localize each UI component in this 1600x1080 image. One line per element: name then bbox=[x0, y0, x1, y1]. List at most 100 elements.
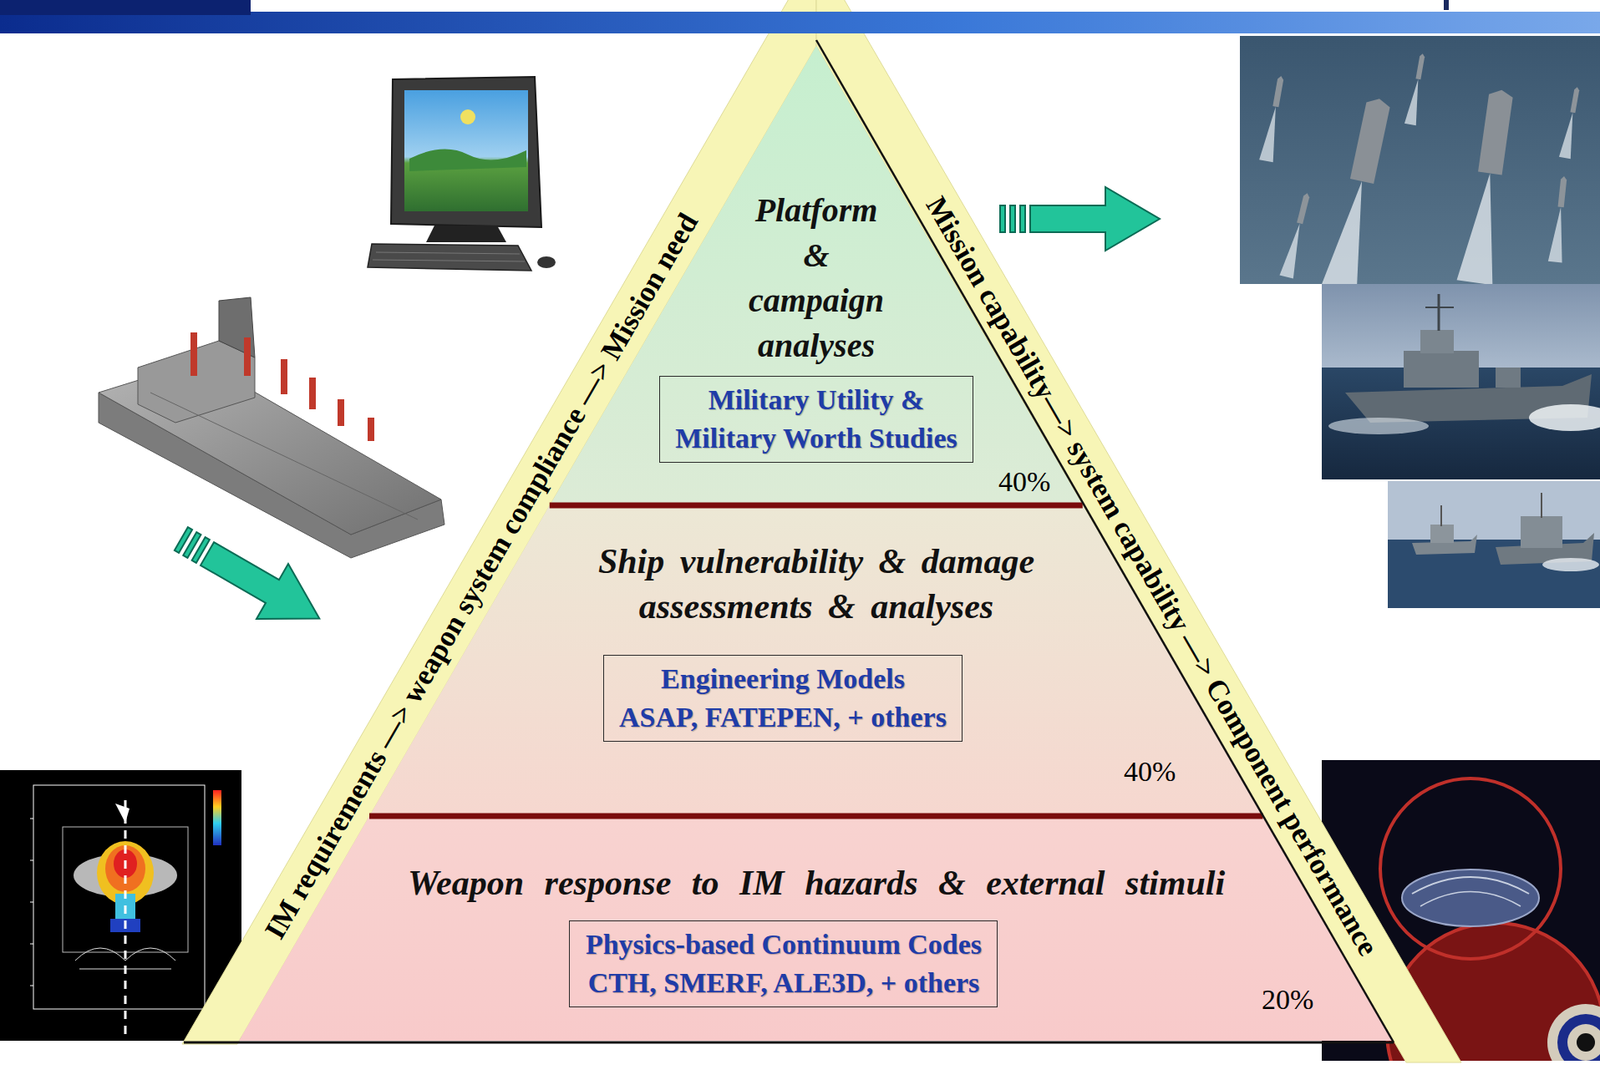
carrier bbox=[1457, 87, 1520, 285]
hull bbox=[1569, 86, 1580, 114]
mast bbox=[1540, 492, 1543, 519]
hull bbox=[1558, 176, 1568, 209]
ship bbox=[1259, 75, 1288, 163]
computer-icon bbox=[367, 76, 556, 271]
ships-photo bbox=[1387, 481, 1600, 609]
keyboard-row bbox=[375, 252, 520, 254]
percent-label: 40% bbox=[998, 466, 1051, 498]
simulation-plot bbox=[0, 770, 242, 1042]
tick bbox=[30, 902, 34, 904]
wake bbox=[1328, 417, 1429, 435]
red-cylinder bbox=[337, 399, 345, 427]
fleet-photo bbox=[1239, 35, 1600, 285]
ship bbox=[1559, 86, 1584, 159]
sky bbox=[1387, 481, 1600, 540]
keyboard bbox=[367, 243, 532, 271]
roundel bbox=[1567, 1024, 1600, 1062]
hull bbox=[1350, 96, 1392, 184]
tick bbox=[30, 818, 34, 820]
flow-arrow bbox=[165, 511, 336, 646]
wake bbox=[1320, 177, 1380, 285]
tier-divider bbox=[369, 813, 1264, 820]
roundel bbox=[1557, 1014, 1600, 1062]
hull bbox=[1415, 53, 1425, 81]
model-box: Military Utility & Military Worth Studie… bbox=[659, 375, 974, 463]
carrier bbox=[1320, 95, 1397, 285]
tick bbox=[30, 944, 34, 945]
ship-model bbox=[98, 297, 445, 559]
model-box: Engineering Models ASAP, FATEPEN, + othe… bbox=[603, 655, 963, 742]
plot-frame bbox=[33, 785, 205, 1010]
deck-line bbox=[150, 392, 418, 520]
tick bbox=[30, 985, 34, 987]
mesh-line bbox=[1420, 892, 1521, 908]
percent-label: 40% bbox=[1123, 756, 1176, 788]
tier-fill bbox=[238, 816, 1394, 1042]
flow-arrow bbox=[1000, 187, 1160, 251]
monitor-screen bbox=[404, 90, 529, 212]
red-cylinder bbox=[367, 417, 375, 442]
axis-of-symmetry bbox=[124, 800, 127, 1037]
pyramid-tier: Platform & campaign analysesMilitary Uti… bbox=[549, 45, 1083, 506]
bow-spray bbox=[1542, 558, 1600, 572]
roundel bbox=[1547, 1004, 1600, 1062]
arrow-stripe bbox=[1010, 205, 1016, 233]
arrow-stripe bbox=[192, 537, 210, 564]
header-logo-block bbox=[0, 0, 251, 16]
model-label: Military Utility & Military Worth Studie… bbox=[673, 380, 960, 458]
hull bbox=[1478, 88, 1514, 176]
tier-title: Ship vulnerability & damage assessments … bbox=[548, 538, 1084, 630]
header-mark bbox=[1443, 0, 1449, 11]
superstructure bbox=[1520, 516, 1563, 549]
monitor-stand bbox=[426, 225, 507, 243]
red-cylinder bbox=[309, 377, 316, 410]
hull bbox=[1272, 75, 1285, 107]
plot-background bbox=[0, 770, 242, 1042]
tier-divider bbox=[549, 502, 1083, 509]
deckhouse bbox=[1495, 367, 1521, 388]
impact-arrow bbox=[115, 803, 130, 823]
wake bbox=[1559, 111, 1579, 160]
outer-ring bbox=[1380, 778, 1561, 960]
mouse bbox=[537, 256, 556, 269]
wake bbox=[1259, 105, 1283, 163]
yard bbox=[1425, 306, 1454, 309]
wake bbox=[1548, 206, 1569, 263]
model-label: Physics-based Continuum Codes CTH, SMERF… bbox=[583, 925, 984, 1003]
model-box: Physics-based Continuum Codes CTH, SMERF… bbox=[568, 920, 998, 1008]
model-label: Engineering Models ASAP, FATEPEN, + othe… bbox=[617, 660, 949, 737]
wake bbox=[1457, 171, 1509, 285]
ship bbox=[1280, 191, 1315, 279]
wake bbox=[1404, 78, 1424, 127]
sea bbox=[1239, 35, 1600, 285]
tier-fill bbox=[549, 45, 1083, 506]
label-holder: 20% bbox=[1261, 984, 1314, 1016]
screen-sun bbox=[460, 109, 476, 125]
percent-label: 20% bbox=[1261, 984, 1314, 1016]
tick bbox=[30, 860, 34, 862]
ship bbox=[1548, 175, 1571, 263]
wake bbox=[1280, 221, 1307, 279]
arrow-body bbox=[191, 526, 336, 646]
roundel bbox=[1576, 1033, 1595, 1052]
tier-title: Weapon response to IM hazards & external… bbox=[407, 862, 1225, 905]
destroyer-photo bbox=[1321, 284, 1600, 480]
color-bar bbox=[213, 790, 222, 846]
arrow-body bbox=[1030, 187, 1160, 251]
label-holder: 40% bbox=[998, 466, 1051, 498]
bridge bbox=[1420, 330, 1454, 354]
label-holder: 40% bbox=[1123, 756, 1176, 788]
arrow-stripe bbox=[1020, 205, 1026, 233]
hull bbox=[1296, 192, 1311, 224]
superstructure bbox=[1403, 350, 1479, 388]
screen-land bbox=[409, 149, 527, 172]
dome bbox=[1401, 869, 1540, 927]
monitor bbox=[391, 76, 542, 228]
title-holder: Weapon response to IM hazards & external… bbox=[238, 862, 1394, 905]
pyramid-tier: Weapon response to IM hazards & external… bbox=[238, 816, 1394, 1042]
red-cylinder bbox=[280, 359, 288, 395]
superstructure bbox=[1430, 524, 1454, 544]
ship bbox=[1404, 52, 1429, 126]
keyboard-row bbox=[372, 259, 525, 262]
